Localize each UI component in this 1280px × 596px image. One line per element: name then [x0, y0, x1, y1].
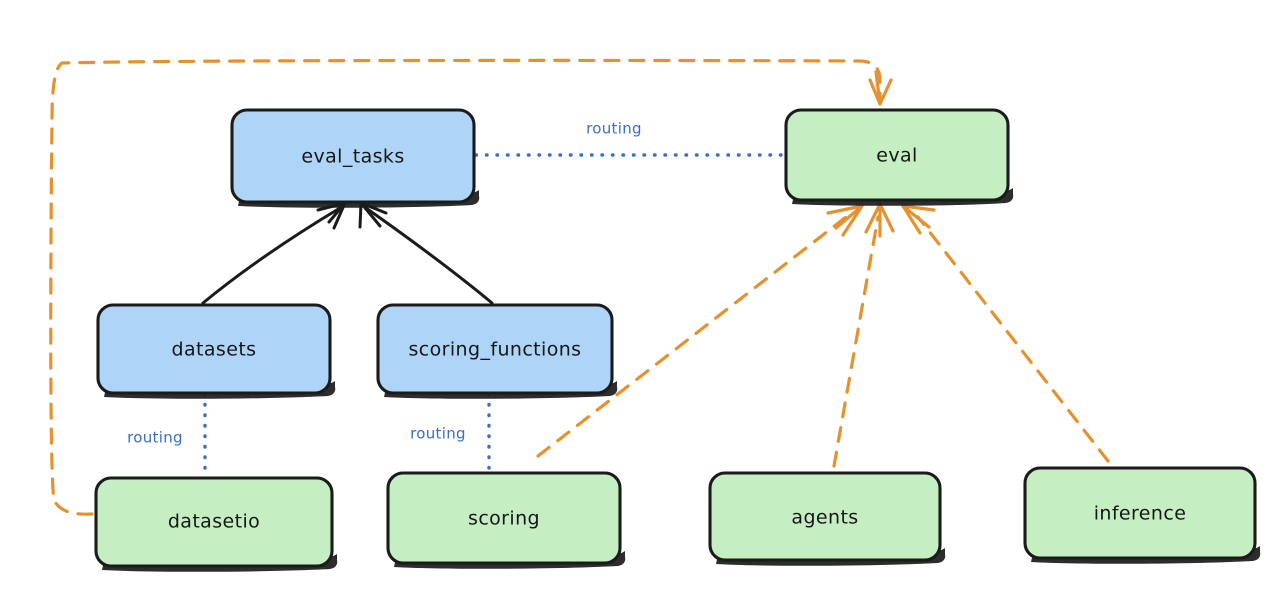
edge-group-routing [203, 153, 786, 478]
edge-label-routing-eval: routing [586, 120, 642, 138]
node-agents-label: agents [791, 507, 858, 529]
node-scoring[interactable]: scoring [386, 471, 626, 569]
node-agents[interactable]: agents [708, 471, 946, 566]
edge-label-group: routing routing routing [127, 120, 642, 447]
node-eval-tasks[interactable]: eval_tasks [230, 108, 480, 208]
edge-group-dependency [49, 58, 1110, 516]
node-agents-shape [708, 471, 942, 562]
node-datasets-shape [96, 303, 332, 395]
node-datasetio[interactable]: datasetio [94, 476, 338, 572]
node-scoring-functions[interactable]: scoring_functions [376, 303, 618, 399]
node-eval-tasks-label: eval_tasks [301, 146, 404, 168]
edge-scoring-to-eval [536, 204, 864, 458]
node-inference-label: inference [1094, 503, 1187, 525]
node-scoring-functions-label: scoring_functions [409, 339, 582, 361]
node-scoring-shape [386, 471, 622, 565]
edge-inference-to-eval [901, 204, 1110, 463]
node-datasets[interactable]: datasets [96, 303, 336, 399]
node-datasets-label: datasets [172, 339, 257, 361]
edge-label-routing-datasetio: routing [127, 429, 183, 447]
edge-agents-to-eval [832, 202, 895, 468]
node-eval-label: eval [876, 145, 917, 167]
node-datasetio-label: datasetio [168, 511, 260, 533]
edge-scoring-functions-to-eval-tasks [358, 201, 494, 305]
node-eval-tasks-shape [230, 108, 476, 204]
node-inference[interactable]: inference [1023, 466, 1261, 564]
edge-datasetio-to-eval [49, 58, 893, 516]
edge-datasets-to-eval-tasks [201, 201, 347, 305]
node-datasetio-shape [94, 476, 334, 568]
node-eval[interactable]: eval [784, 108, 1014, 206]
node-inference-shape [1023, 466, 1257, 560]
edge-label-routing-scoring: routing [410, 425, 466, 443]
node-eval-shape [784, 108, 1010, 202]
node-scoring-functions-shape [376, 303, 614, 395]
node-scoring-label: scoring [468, 508, 540, 530]
edge-group-composition [201, 201, 494, 305]
